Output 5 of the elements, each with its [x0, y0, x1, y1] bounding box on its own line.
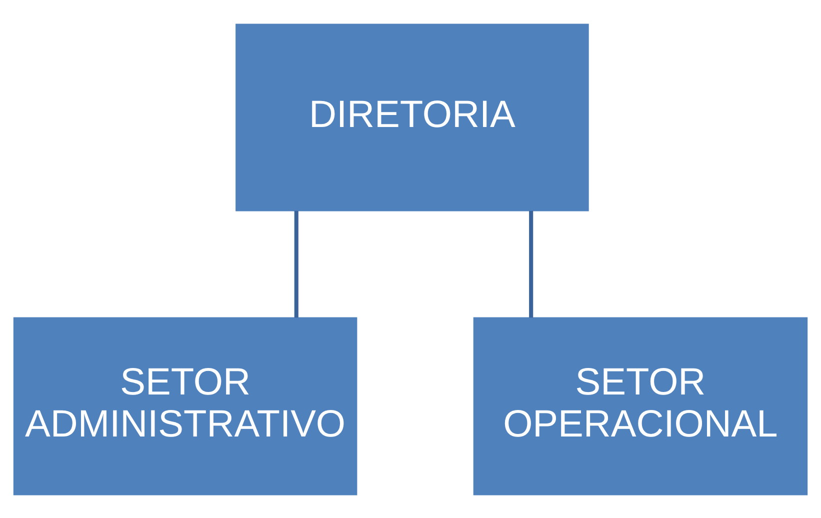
node-box: SETOR OPERACIONAL: [473, 316, 808, 495]
node-box: SETOR ADMINISTRATIVO: [13, 316, 358, 495]
connector: [529, 210, 534, 318]
node-box: DIRETORIA: [236, 23, 589, 211]
connector: [294, 210, 298, 318]
